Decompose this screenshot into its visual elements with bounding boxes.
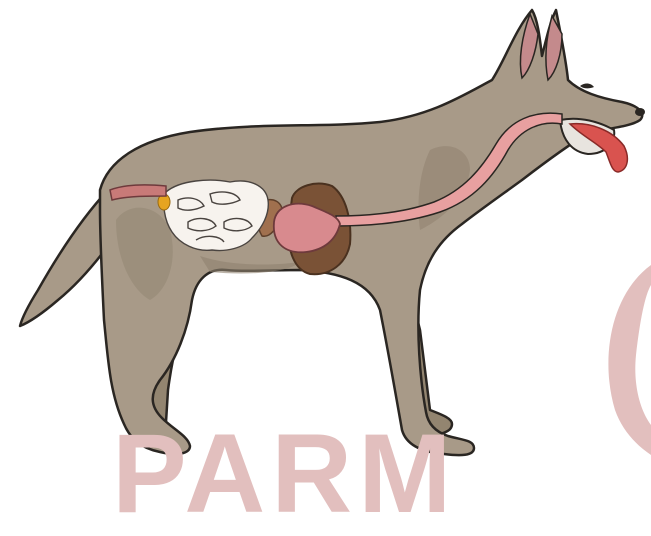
dog-eye [580,83,594,88]
dog-anatomy-illustration [0,0,651,468]
watermark-text: PARM [112,418,457,530]
watermark-ring [608,265,651,455]
dog-nose [635,108,645,116]
